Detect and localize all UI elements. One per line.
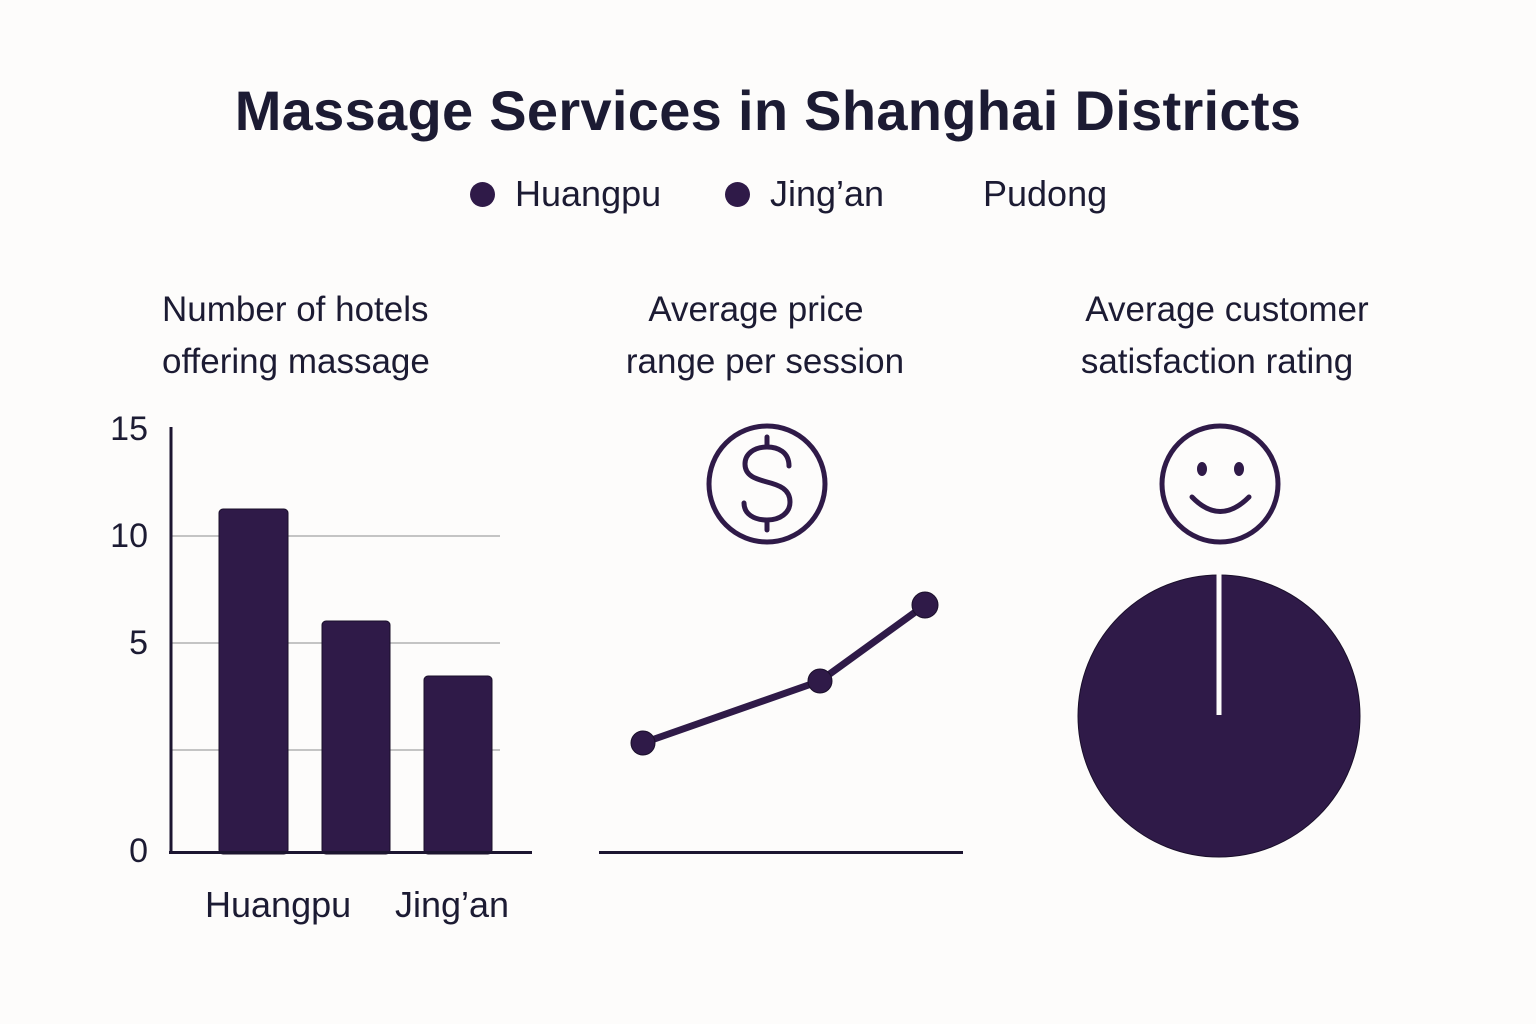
pie-gap (1216, 574, 1222, 715)
bar-pudong (423, 675, 493, 855)
legend-item-jingan: Jing’an (725, 172, 884, 216)
legend-item-pudong: Pudong (983, 172, 1107, 216)
legend-item-huangpu: Huangpu (470, 172, 661, 216)
legend-dot-icon (725, 181, 750, 207)
bar-jingan (321, 620, 391, 855)
dollar-circle-icon (706, 423, 828, 545)
price-line (641, 602, 928, 747)
y-tick-15: 15 (110, 410, 148, 448)
pie-chart (1077, 574, 1361, 858)
data-point-huangpu (630, 730, 656, 756)
panel-title-satisfaction: Average customer satisfaction rating (1050, 284, 1390, 388)
data-point-jingan (807, 668, 833, 694)
panel-title-line: Average price (648, 290, 864, 329)
panel-title-line: satisfaction rating (1080, 342, 1354, 381)
bar-huangpu (218, 508, 289, 855)
y-tick-5: 5 (129, 624, 148, 662)
smiley-face-icon (1159, 423, 1281, 545)
panel-title-price: Average price range per session (600, 284, 930, 388)
y-tick-10: 10 (110, 517, 148, 555)
line-chart (599, 591, 963, 854)
y-tick-0: 0 (129, 832, 148, 870)
panel-title-line: offering massage (162, 342, 430, 381)
bar-chart (169, 427, 532, 855)
x-label-jingan: Jing’an (395, 884, 510, 925)
x-label-huangpu: Huangpu (205, 884, 352, 925)
panel-title-line: Average customer (1085, 290, 1369, 329)
legend-label: Jing’an (770, 173, 885, 214)
chart-title: Massage Services in Shanghai Districts (234, 79, 1302, 142)
legend-dot-icon (470, 181, 495, 207)
panel-title-line: Number of hotels (162, 290, 429, 329)
legend: Huangpu Jing’an Pudong (0, 172, 1536, 216)
data-point-pudong (911, 591, 939, 619)
legend-label: Pudong (983, 173, 1108, 214)
panel-title-hotels: Number of hotels offering massage (162, 284, 430, 388)
panel-title-line: range per session (625, 342, 905, 381)
legend-label: Huangpu (515, 173, 662, 214)
